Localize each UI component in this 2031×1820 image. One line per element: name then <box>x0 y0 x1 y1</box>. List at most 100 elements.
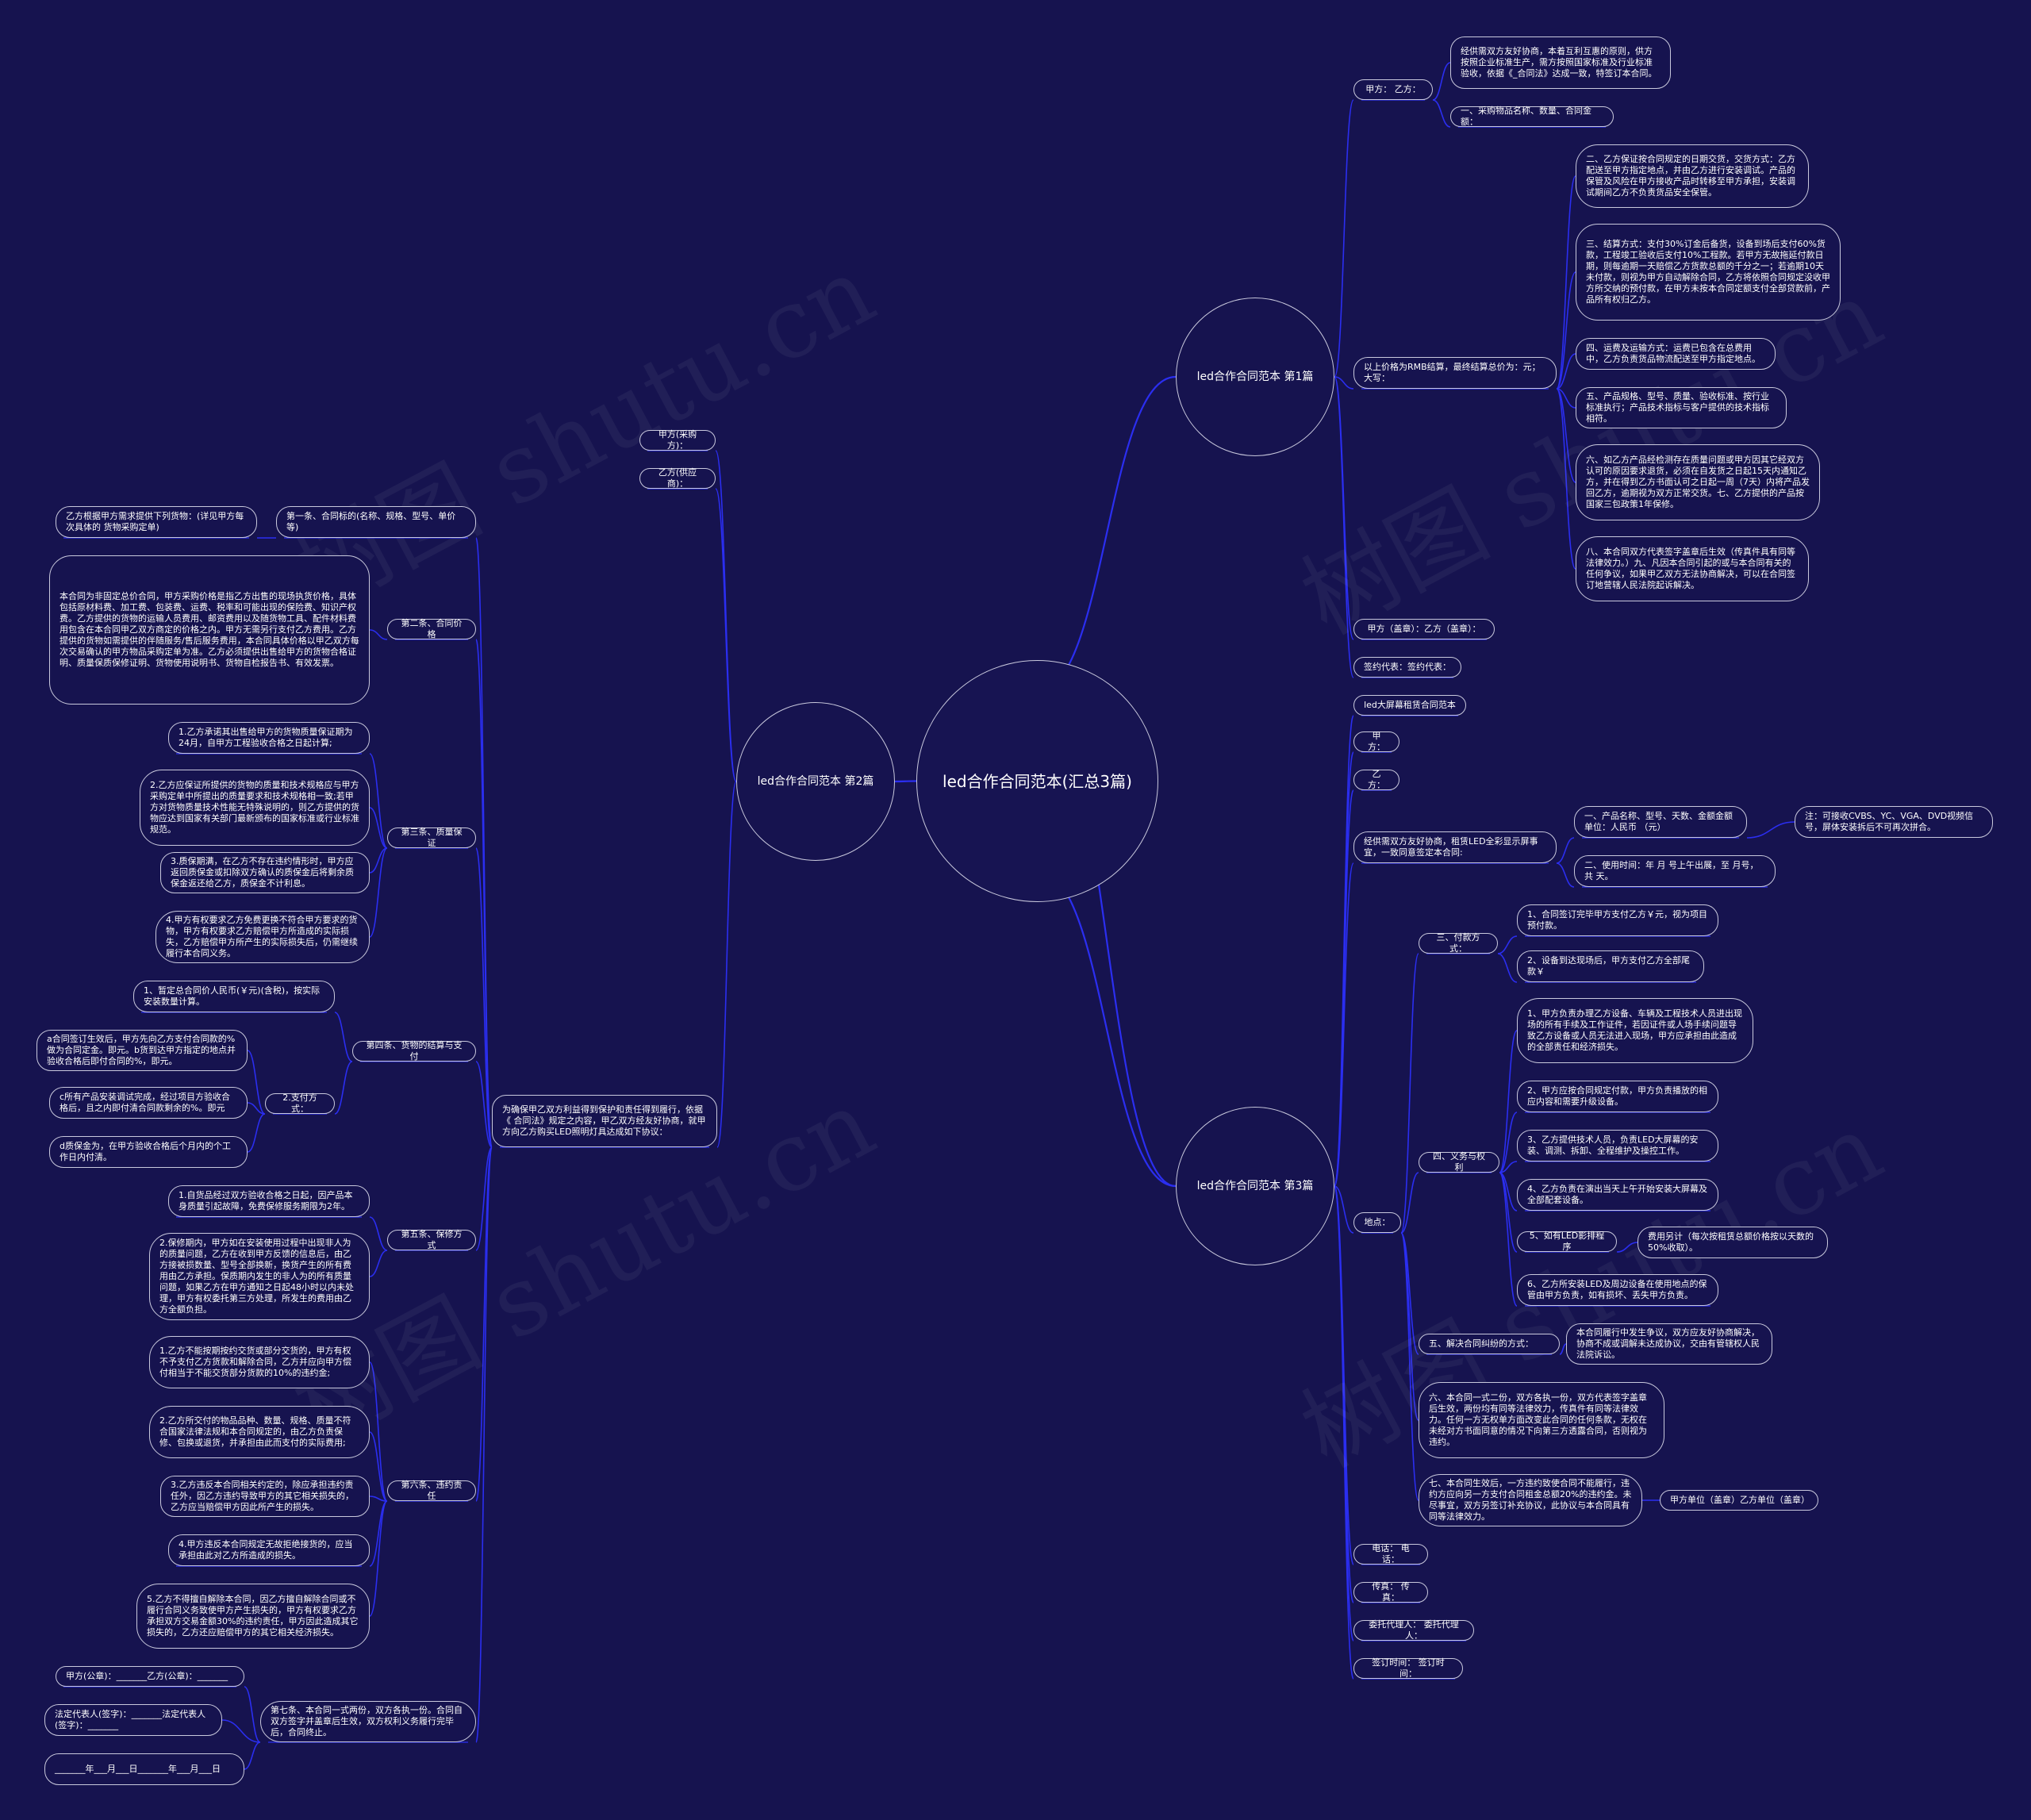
connector-line <box>1334 376 1354 390</box>
p3-i2[interactable]: 二、使用时间：年 月 号上午出展，至 月号，共 天。 <box>1574 855 1776 887</box>
p3-yifang[interactable]: 乙方： <box>1353 769 1399 790</box>
p2-a2[interactable]: 第二条、合同价格 <box>387 618 476 639</box>
p2-a6-3[interactable]: 3.乙方违反本合同相关约定的，除应承担违约责任外，因乙方违约导致甲方的其它相关损… <box>160 1476 370 1517</box>
p3-pay[interactable]: 三、付款方式： <box>1419 932 1498 954</box>
p2-intro[interactable]: 为确保甲乙双方利益得到保护和责任得到履行，依据《 合同法》规定之内容，甲乙双方经… <box>492 1095 717 1147</box>
p1-c3[interactable]: 三、结算方式：支付30%订金后备货，设备到场后支付60%货款，工程竣工验收后支付… <box>1576 224 1841 321</box>
p2-a4[interactable]: 第四条、货物的结算与支付 <box>352 1040 476 1062</box>
p2-a5-1[interactable]: 1.自货品经过双方验收合格之日起，因产品本身质量引起故障，免费保修服务期限为2年… <box>168 1185 370 1217</box>
p1-c4[interactable]: 四、运费及运输方式：运费已包含在总费用中，乙方负责货品物流配送至甲方指定地点。 <box>1576 338 1776 370</box>
p2-a1[interactable]: 第一条、合同标的(名称、规格、型号、单价等) <box>276 506 476 538</box>
p2-a7-2[interactable]: 法定代表人(签字)：_______法定代表人(签字)：_______ <box>44 1704 222 1736</box>
connector-line <box>475 847 493 1148</box>
p3-title[interactable]: led大屏幕租赁合同范本 <box>1353 695 1466 716</box>
p2-a7[interactable]: 第七条、本合同一式两份，双方各执一份。合同自双方签字并盖章后生效，双方权利义务履… <box>260 1701 476 1742</box>
connector-line <box>247 1113 266 1153</box>
p1-c2[interactable]: 二、乙方保证按合同规定的日期交货，交货方式：乙方配送至甲方指定地点，并由乙方进行… <box>1576 144 1809 208</box>
p3-d1[interactable]: 1、甲方负责办理乙方设备、车辆及工程技术人员进出现场的所有手续及工作证件，若因证… <box>1517 998 1753 1063</box>
connector-line <box>369 1361 388 1502</box>
p2-a3-2[interactable]: 2.乙方应保证所提供的货物的质量和技术规格应与甲方采购定单中所提出的质量要求和技… <box>140 770 370 846</box>
connector-line <box>1556 388 1576 483</box>
connector-line <box>1334 99 1354 378</box>
p2-yifang[interactable]: 乙方(供应商)： <box>639 467 716 489</box>
p3-fax[interactable]: 传真： 传真： <box>1353 1581 1428 1603</box>
p3-date[interactable]: 签订时间： 签订时间： <box>1353 1657 1463 1679</box>
p2-a2-leaf[interactable]: 本合同为非固定总价合同，甲方采购价格是指乙方出售的现场执货价格，具体包括原材料费… <box>49 555 370 705</box>
branch-p3[interactable]: led合作合同范本 第3篇 <box>1176 1107 1334 1265</box>
p3-dispute[interactable]: 五、解决合同纠纷的方式： <box>1419 1334 1560 1354</box>
p3-duty[interactable]: 四、义务与权利 <box>1419 1151 1499 1173</box>
p2-a3-3[interactable]: 3.质保期满，在乙方不存在违约情形时，甲方应返回质保金或扣除双方确认的质保金后将… <box>160 852 370 893</box>
p1-item1[interactable]: 一、采购物品名称、数量、合同金额： <box>1450 106 1614 127</box>
p1-jiafang[interactable]: 甲方： 乙方： <box>1353 79 1433 100</box>
p2-a5[interactable]: 第五条、保修方式 <box>387 1229 476 1250</box>
p2-a6-4[interactable]: 4.甲方违反本合同规定无故拒绝接货的，应当承担由此对乙方所造成的损失。 <box>168 1534 370 1566</box>
p2-a4-2a[interactable]: a合同签订生效后，甲方先向乙方支付合同款的%做为合同定金。即元。b货到达甲方指定… <box>36 1030 248 1071</box>
p1-intro[interactable]: 经供需双方友好协商，本着互利互惠的原则，供方按照企业标准生产，需方按照国家标准及… <box>1450 36 1671 89</box>
p3-d3[interactable]: 3、乙方提供技术人员，负责LED大屏幕的安装、调测、拆卸、全程维护及操控工作。 <box>1517 1130 1718 1161</box>
connector-line <box>1037 869 1177 1188</box>
connector-line <box>1746 821 1795 839</box>
p3-seven[interactable]: 七、本合同生效后，一方违约致使合同不能履行，违约方应向另一方支付合同租金总额20… <box>1419 1474 1642 1526</box>
p1-c5[interactable]: 五、产品规格、型号、质量、验收标准、按行业标准执行；产品技术指标与客户提供的技术… <box>1576 387 1787 428</box>
p3-agent[interactable]: 委托代理人： 委托代理人： <box>1353 1619 1474 1641</box>
p2-a4-1[interactable]: 1、暂定总合同价人民币(￥元)(含税)，按实际安装数量计算。 <box>133 981 335 1012</box>
connector-line <box>369 1216 388 1251</box>
branch-p2[interactable]: led合作合同范本 第2篇 <box>736 702 895 861</box>
p2-a4-2[interactable]: 2.支付方式： <box>265 1092 335 1114</box>
connector-line <box>1400 1232 1419 1421</box>
p3-pay2[interactable]: 2、设备到达现场后，甲方支付乙方全部尾款￥ <box>1517 950 1704 982</box>
connector-line <box>1556 388 1576 570</box>
p3-d2[interactable]: 2、甲方应按合同规定付款，甲方负责播放的相应内容和需要升级设备。 <box>1517 1081 1718 1112</box>
p2-jiafang[interactable]: 甲方(采购方)： <box>639 429 716 451</box>
p3-seven-leaf[interactable]: 甲方单位（盖章）乙方单位（盖章） <box>1660 1490 1818 1511</box>
connector-line <box>716 781 737 1148</box>
p3-place[interactable]: 地点： <box>1353 1212 1401 1233</box>
p1-c8[interactable]: 八、本合同双方代表签字盖章后生效（传真件具有同等法律效力。）九、凡因本合同引起的… <box>1576 536 1809 601</box>
p1-c6[interactable]: 六、如乙方产品经检测存在质量问题或甲方因其它经双方认可的原因要求退货，必须在自发… <box>1576 444 1820 520</box>
connector-line <box>369 807 388 849</box>
p1-sign2[interactable]: 签约代表：签约代表： <box>1353 657 1461 678</box>
connector-line <box>334 1061 353 1115</box>
p2-a7-1[interactable]: 甲方(公章)：_______乙方(公章)：_______ <box>56 1666 244 1687</box>
p2-a7-3[interactable]: _______年___月___日_______年___月___日 <box>44 1753 244 1785</box>
root-topic[interactable]: led合作合同范本(汇总3篇) <box>916 660 1158 902</box>
p2-a4-2d[interactable]: d质保金为，在甲方验收合格后个月内的个工作日内付清。 <box>49 1136 248 1168</box>
p3-i1-note[interactable]: 注：可接收CVBS、YC、VGA、DVD视频信号，屏体安装拆后不可再次拼合。 <box>1795 806 1993 838</box>
connector-line <box>894 780 917 783</box>
p3-dispute-leaf[interactable]: 本合同履行中发生争议，双方应友好协商解决，协商不成或调解未达成协议，交由有管辖权… <box>1566 1323 1772 1365</box>
p3-i1[interactable]: 一、产品名称、型号、天数、金额金额单位：人民币 （元） <box>1574 806 1747 838</box>
p3-d5-note[interactable]: 费用另计（每次按租赁总额价格按以天数的50%收取）。 <box>1637 1227 1828 1258</box>
connector-line <box>475 537 493 1148</box>
connector-line <box>1499 1161 1518 1173</box>
p3-intro[interactable]: 经供需双方友好协商，租赁LED全彩显示屏事宜，一致同意签定本合同: <box>1353 831 1557 863</box>
p3-jiafang[interactable]: 甲方： <box>1353 731 1399 752</box>
connector-line <box>1432 62 1451 101</box>
p3-tel[interactable]: 电话： 电话： <box>1353 1543 1428 1565</box>
p2-a3[interactable]: 第三条、质量保证 <box>387 827 476 848</box>
p1-rmb[interactable]: 以上价格为RMB结算，最终结算总价为：元；大写： <box>1353 357 1557 389</box>
p2-a6-2[interactable]: 2.乙方所交付的物品品种、数量、规格、质量不符合国家法律法规和本合同规定的，由乙… <box>149 1406 370 1458</box>
p3-d6[interactable]: 6、乙方所安装LED及周边设备在使用地点的保管由甲方负责，如有损坏、丢失甲方负责… <box>1517 1274 1718 1306</box>
p3-six[interactable]: 六、本合同一式二份，双方各执一份，双方代表签字盖章后生效，两份均有同等法律效力，… <box>1419 1382 1664 1458</box>
p2-a5-2[interactable]: 2.保修期内，甲方如在安装使用过程中出现非人为的质量问题，乙方在收到甲方反馈的信… <box>149 1233 370 1320</box>
branch-p1[interactable]: led合作合同范本 第1篇 <box>1176 298 1334 456</box>
p1-sign1[interactable]: 甲方（盖章）：乙方（盖章）： <box>1353 619 1495 639</box>
p2-a6-5[interactable]: 5.乙方不得擅自解除本合同，因乙方擅自解除合同或不履行合同义务致使甲方产生损失的… <box>136 1584 370 1649</box>
connector-line <box>1556 353 1576 390</box>
p2-a3-4[interactable]: 4.甲方有权要求乙方免费更换不符合甲方要求的货物，甲方有权要求乙方赔偿甲方所造成… <box>155 911 370 963</box>
p2-a6[interactable]: 第六条、违约责任 <box>387 1480 476 1501</box>
p3-pay1[interactable]: 1、合同签订完毕甲方支付乙方￥元，视为项目预付款。 <box>1517 904 1718 936</box>
p3-d5[interactable]: 5、如有LED影排程序 <box>1517 1231 1617 1252</box>
p3-d4[interactable]: 4、乙方负责在演出当天上午开始安装大屏幕及全部配套设备。 <box>1517 1179 1718 1211</box>
p2-a1-leaf[interactable]: 乙方根据甲方需求提供下列货物：(详见甲方每次具体的 货物采购定单) <box>56 506 257 538</box>
connector-line <box>475 639 493 1148</box>
connector-line <box>1616 1242 1638 1253</box>
connector-line <box>715 488 737 782</box>
p2-a6-1[interactable]: 1.乙方不能按期按约交货或部分交货的，甲方有权不予支付乙方货款和解除合同，乙方并… <box>149 1336 370 1388</box>
connector-line <box>369 1500 388 1617</box>
connector-line <box>475 1146 493 1743</box>
p2-a3-1[interactable]: 1.乙方承诺其出售给甲方的货物质量保证期为24月，自甲方工程验收合格之日起计算; <box>168 722 370 754</box>
p2-a4-2c[interactable]: c所有产品安装调试完成，经过项目方验收合格后，且之内即付清合同款剩余的%。即元 <box>49 1087 248 1119</box>
connector-line <box>1400 1232 1419 1501</box>
